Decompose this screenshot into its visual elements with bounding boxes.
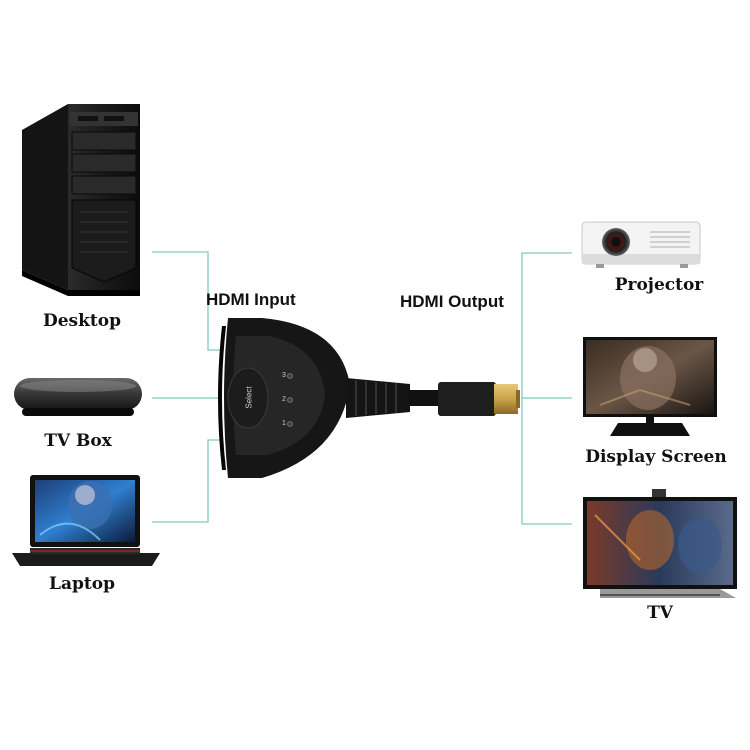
port-1-label: 1 (282, 420, 286, 427)
port-3-label: 3 (282, 372, 286, 379)
laptop-connector-line (152, 439, 220, 523)
desktop-connector-line (152, 251, 220, 351)
tv-label: TV (647, 603, 673, 623)
laptop-label: Laptop (49, 574, 115, 594)
monitor-icon (583, 337, 717, 436)
select-button-label: Select (244, 386, 254, 409)
port-indicators (287, 373, 293, 427)
hdmi-switcher-icon (218, 318, 520, 478)
hdmi-output-label: HDMI Output (400, 292, 504, 311)
port-2-label: 2 (282, 396, 286, 403)
projector-label: Projector (614, 275, 704, 295)
output-connector-lines (521, 252, 572, 525)
desktop-tower-icon (22, 104, 140, 296)
tv-box-label: TV Box (44, 431, 112, 451)
input-connector-lines (152, 251, 220, 523)
projector-connector-line (521, 252, 572, 525)
hdmi-input-label: HDMI Input (206, 290, 296, 309)
tv-box-icon (14, 378, 142, 416)
projector-icon (581, 221, 701, 268)
laptop-icon (12, 475, 160, 566)
desktop-label: Desktop (43, 311, 121, 331)
display-screen-label: Display Screen (585, 447, 727, 467)
tv-icon (583, 489, 737, 598)
